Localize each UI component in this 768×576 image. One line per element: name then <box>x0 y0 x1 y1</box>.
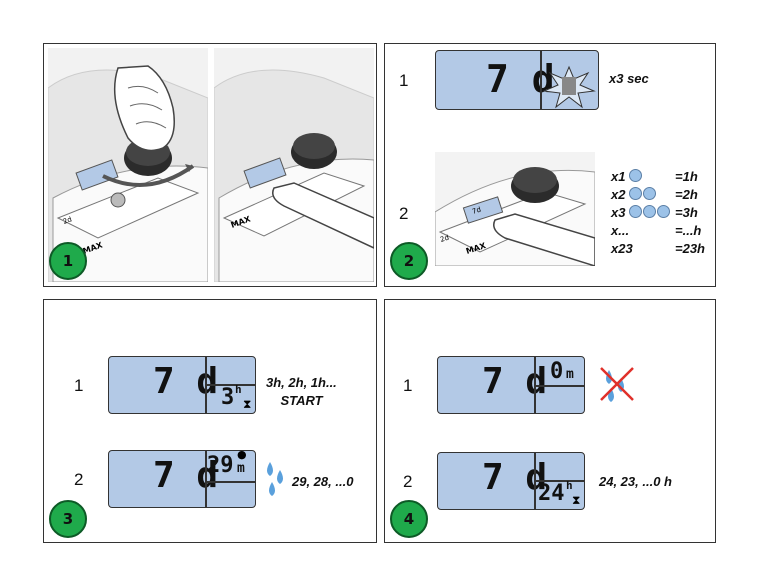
panel-1: 2d MAX MAX 1 <box>43 43 377 287</box>
lcd-timer: 24 <box>538 481 565 506</box>
countdown-note: 24, 23, ...0 h <box>599 474 672 489</box>
legend-times: x1 <box>611 169 626 184</box>
legend-times: x2 <box>611 187 626 202</box>
step-number: 1 <box>399 71 409 90</box>
badge-label: 4 <box>403 510 415 528</box>
legend-row: x2 =2h <box>611 187 698 202</box>
press-burst-icon <box>542 65 596 109</box>
legend-result: =2h <box>675 187 698 202</box>
step-number: 2 <box>74 470 84 489</box>
legend-times: x23 <box>611 241 633 256</box>
step-badge-4: 4 <box>390 500 428 538</box>
lcd-display-2: 7 d 24 h ⧗ <box>437 452 585 510</box>
photo-turn-knob: 2d MAX <box>48 48 208 282</box>
legend-times: x... <box>611 223 630 238</box>
water-drops-icon <box>267 462 283 496</box>
device-button-text: 7d <box>471 206 482 216</box>
hold-note: x3 sec <box>609 71 649 86</box>
press-dot-icon <box>629 187 643 200</box>
lcd-timer: 29 <box>207 453 234 478</box>
step-badge-3: 3 <box>49 500 87 538</box>
lcd-days: 7 d <box>486 57 555 101</box>
step-number: 1 <box>403 376 413 395</box>
lcd-timer: 0 <box>550 359 564 384</box>
legend-row: x1 =1h <box>611 169 698 184</box>
legend-result: =1h <box>675 169 698 184</box>
svg-text:2d: 2d <box>62 215 73 226</box>
press-dot-icon <box>629 205 643 218</box>
bullet-icon: ● <box>237 448 247 461</box>
press-dot-icon <box>643 205 657 218</box>
panel-3: 1 7 d 3 h ⧗ 3h, 2h, 1h... START 2 7 d 29… <box>43 299 377 543</box>
lcd-display-1: 7 d 3 h ⧗ <box>108 356 256 414</box>
legend-times: x3 <box>611 205 626 220</box>
badge-label: 1 <box>62 252 74 270</box>
badge-label: 2 <box>403 252 415 270</box>
countdown-note: 29, 28, ...0 <box>292 474 354 489</box>
lcd-days: 7 d <box>482 457 548 498</box>
lcd-unit: h <box>566 479 573 492</box>
press-dot-icon <box>629 169 643 182</box>
step-badge-1: 1 <box>49 242 87 280</box>
lcd-unit: h <box>235 383 242 396</box>
legend-row: x3 =3h <box>611 205 698 220</box>
panel-2: 1 7 d x3 sec 2 7d 2d MAX x1 =1h x2 =2h <box>384 43 716 287</box>
lcd-days: 7 d <box>482 361 548 402</box>
panel-4: 1 7 d 0 m 2 7 d 24 h ⧗ 24, 23, ...0 h 4 <box>384 299 716 543</box>
legend-result: =23h <box>675 241 705 256</box>
lcd-days: 7 d <box>153 455 219 496</box>
no-watering-icon <box>600 367 634 402</box>
lcd-display: 7 d <box>435 50 599 110</box>
press-dot-icon <box>657 205 671 218</box>
hourglass-icon: ⧗ <box>572 493 581 507</box>
lcd-days: 7 d <box>153 361 219 402</box>
step-number: 2 <box>403 472 413 491</box>
step-number: 2 <box>399 204 409 223</box>
photo-press-button: MAX <box>214 48 374 282</box>
legend-result: =3h <box>675 205 698 220</box>
legend-row: x23 =23h <box>611 241 705 256</box>
photo-press-device: 7d 2d MAX <box>435 152 595 266</box>
lcd-timer: 3 <box>221 385 235 410</box>
step-badge-2: 2 <box>390 242 428 280</box>
lcd-display-1: 7 d 0 m <box>437 356 585 414</box>
countdown-note: 3h, 2h, 1h... START <box>266 375 337 408</box>
lcd-unit: m <box>237 461 245 476</box>
step-number: 1 <box>74 376 84 395</box>
legend-row: x... =...h <box>611 223 701 238</box>
lcd-unit: m <box>566 367 574 382</box>
badge-label: 3 <box>62 510 74 528</box>
press-dot-icon <box>643 187 657 200</box>
legend-result: =...h <box>675 223 702 238</box>
hourglass-icon: ⧗ <box>243 397 252 411</box>
device-label: 2d <box>439 234 450 244</box>
lcd-display-2: 7 d 29 m ● <box>108 448 256 508</box>
